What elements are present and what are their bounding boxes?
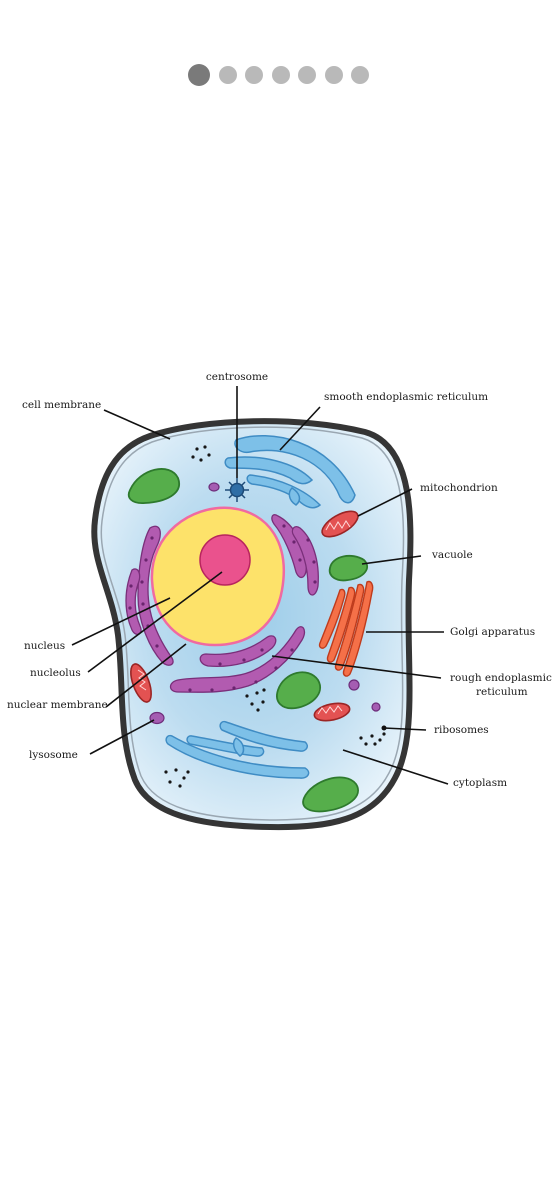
golgi-apparatus bbox=[318, 580, 374, 677]
page-dot[interactable] bbox=[245, 66, 263, 84]
page-dot[interactable] bbox=[219, 66, 237, 84]
ribosome-dots-rough-er bbox=[128, 524, 317, 692]
label-rough-er-line1: rough endoplasmic bbox=[450, 672, 552, 684]
nucleolus bbox=[199, 534, 251, 586]
ribosome-pointer-dot bbox=[381, 725, 387, 731]
mitochondria bbox=[130, 510, 359, 722]
nucleus bbox=[150, 506, 285, 647]
label-nucleus: nucleus bbox=[24, 640, 65, 652]
label-mitochondrion: mitochondrion bbox=[420, 482, 498, 494]
lysosomes bbox=[149, 482, 381, 725]
page-dot[interactable] bbox=[351, 66, 369, 84]
ribosome-clusters bbox=[164, 445, 386, 788]
smooth-er-bottom bbox=[165, 720, 310, 779]
label-ribosomes: ribosomes bbox=[434, 724, 489, 736]
smooth-er-top bbox=[224, 435, 356, 509]
label-smooth-er: smooth endoplasmic reticulum bbox=[324, 391, 488, 403]
label-cell-membrane: cell membrane bbox=[22, 399, 101, 411]
label-cytoplasm: cytoplasm bbox=[453, 777, 507, 789]
label-lysosome: lysosome bbox=[29, 749, 78, 761]
page-indicator bbox=[0, 62, 556, 88]
label-nuclear-membrane: nuclear membrane bbox=[7, 699, 108, 711]
page-dot[interactable] bbox=[325, 66, 343, 84]
label-golgi: Golgi apparatus bbox=[450, 626, 535, 638]
vacuole-group bbox=[127, 468, 369, 813]
page-dot[interactable] bbox=[272, 66, 290, 84]
label-nucleolus: nucleolus bbox=[30, 667, 81, 679]
centrosome-shape bbox=[225, 478, 249, 502]
label-centrosome: centrosome bbox=[206, 371, 268, 383]
label-rough-er-line2: reticulum bbox=[476, 686, 528, 698]
leader-lines bbox=[71, 386, 449, 785]
page-dot[interactable] bbox=[298, 66, 316, 84]
page-dot-active[interactable] bbox=[188, 64, 210, 86]
label-vacuole: vacuole bbox=[431, 549, 473, 561]
